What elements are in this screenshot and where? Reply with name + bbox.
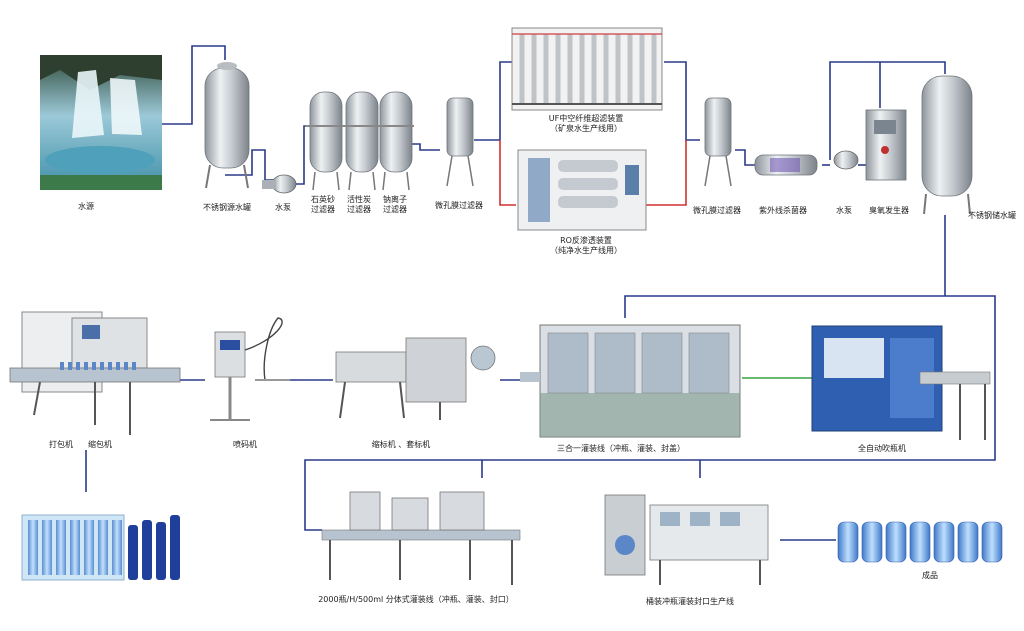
label-carbon-filter: 活性炭 过滤器 xyxy=(347,195,371,214)
label-shrink: 缩包机 xyxy=(88,440,112,449)
water-source-image xyxy=(40,55,162,190)
label-micro-filter-2: 微孔膜过滤器 xyxy=(693,206,741,215)
label-pump-2: 水泵 xyxy=(836,206,852,215)
pipe-split-to-uf xyxy=(499,61,512,140)
label-pump-1: 水泵 xyxy=(275,203,291,212)
label-uf-device: UF中空纤维超滤装置 xyxy=(548,114,624,123)
label-packing: 打包机 xyxy=(49,440,73,449)
pump-2 xyxy=(833,150,859,170)
ro-device xyxy=(517,149,647,231)
pipe-main-distribution xyxy=(624,295,945,318)
label-ro-device: RO反渗透装置 xyxy=(560,236,612,245)
micro-filter-1 xyxy=(446,97,474,187)
packed-bottles-image xyxy=(21,514,180,581)
ozone-generator xyxy=(865,109,907,181)
label-triblock: 三合一灌装线（冲瓶、灌装、封盖） xyxy=(557,444,685,453)
label-product: 成品 xyxy=(922,571,938,580)
uf-device xyxy=(511,27,663,111)
sleeve-labeler xyxy=(335,337,496,420)
automatic-blow-molder xyxy=(811,325,991,440)
label-split-line: 2000瓶/H/500ml 分体式灌装线（冲瓶、灌装、封口） xyxy=(318,595,514,604)
inkjet-coder xyxy=(210,317,290,421)
label-water-source: 水源 xyxy=(78,202,94,211)
label-raw-tank: 不锈钢源水罐 xyxy=(203,203,251,212)
label-coder: 喷码机 xyxy=(233,440,257,449)
split-filling-line xyxy=(321,491,521,585)
triblock-filling-line xyxy=(520,324,741,438)
label-uv-sterilizer: 紫外线杀菌器 xyxy=(759,206,807,215)
raw-water-tank xyxy=(204,62,250,189)
micro-filter-2 xyxy=(704,97,732,187)
label-sodium-filter: 钠离子 过滤器 xyxy=(383,195,407,214)
label-ozone: 臭氧发生器 xyxy=(869,206,909,215)
label-barrel-line: 桶装冲瓶灌装封口生产线 xyxy=(646,597,734,606)
pipe-micro2-to-uv xyxy=(735,149,760,166)
pipe-filters-to-micro xyxy=(410,143,440,151)
label-blower: 全自动吹瓶机 xyxy=(858,444,906,453)
label-quartz-filter: 石英砂 过滤器 xyxy=(311,195,335,214)
label-uf-note: （矿泉水生产线用） xyxy=(550,124,622,133)
pipe-to-split-line xyxy=(304,459,482,531)
barrel-products-image xyxy=(837,521,1003,563)
pipe-uf-out xyxy=(664,61,700,141)
pipe-to-blower xyxy=(481,295,996,478)
pump-1 xyxy=(262,174,297,194)
label-storage-tank: 不锈钢储水罐 xyxy=(968,211,1016,220)
storage-tank xyxy=(921,75,973,215)
label-micro-filter-1: 微孔膜过滤器 xyxy=(435,201,483,210)
uv-sterilizer xyxy=(754,154,818,176)
pipe-ro-in xyxy=(499,140,516,206)
label-ro-note: （纯净水生产线用） xyxy=(550,246,622,255)
pipe-ozone-to-tank xyxy=(829,61,946,160)
packing-shrink-machine xyxy=(9,311,181,435)
label-labeler: 缩标机 、套标机 xyxy=(371,440,431,449)
pipe-source-to-tank xyxy=(160,45,226,125)
filter-group xyxy=(305,91,414,191)
barrel-filling-line xyxy=(604,494,769,585)
pipe-ro-out xyxy=(646,140,687,206)
pipes xyxy=(85,45,996,541)
